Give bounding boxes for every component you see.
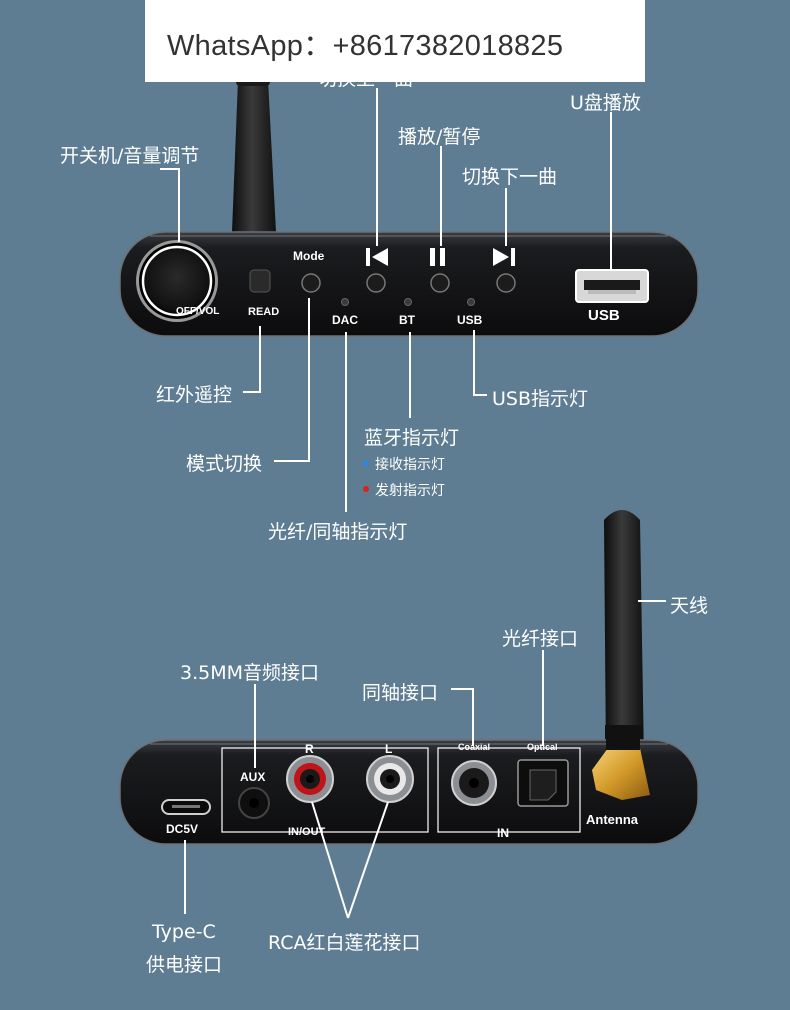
- prev-track-callout: 切换上一曲: [318, 68, 414, 90]
- ir-remote-callout: 红外遥控: [156, 384, 233, 406]
- mode-leader-v: [308, 298, 310, 461]
- coax-leader-v: [472, 688, 474, 746]
- coax-jack[interactable]: [451, 760, 497, 806]
- dc5v-label: DC5V: [166, 822, 199, 836]
- rca-port-callout: RCA红白莲花接口: [268, 932, 421, 954]
- volume-knob[interactable]: [136, 240, 218, 322]
- power-leader-h: [160, 168, 180, 170]
- whatsapp-text: WhatsApp：+8617382018825: [167, 30, 564, 62]
- mode-leader-h: [274, 460, 310, 462]
- receive-indicator-callout: 接收指示灯: [375, 457, 445, 473]
- usb-playback-callout: U盘播放: [570, 92, 641, 114]
- mode-button[interactable]: [301, 273, 321, 293]
- off-vol-label: OFF/VOL: [176, 306, 220, 317]
- usb-ind-leader-v: [473, 330, 475, 395]
- optical-port[interactable]: [517, 759, 569, 807]
- usb-led: [467, 298, 475, 306]
- aux-port-callout: 3.5MM音频接口: [180, 662, 320, 684]
- bt-label: BT: [399, 313, 415, 327]
- in-label: IN: [497, 826, 509, 840]
- top-antenna: [232, 76, 276, 232]
- next-track-callout: 切换下一曲: [462, 166, 558, 188]
- optical-port-callout: 光纤接口: [502, 628, 579, 650]
- aux-jack[interactable]: [238, 787, 270, 819]
- l-label: L: [385, 742, 393, 756]
- usb-ind-leader-h: [473, 394, 487, 396]
- in-frame: [437, 747, 581, 833]
- type-c-callout-line1: Type-C: [152, 921, 216, 943]
- transmit-indicator-callout: 发射指示灯: [375, 483, 445, 499]
- usb-port[interactable]: [575, 269, 649, 303]
- rear-antenna: [604, 510, 644, 760]
- prev-icon: [366, 248, 388, 266]
- type-c-leader: [184, 840, 186, 914]
- pause-icon: [430, 248, 445, 266]
- coax-port-callout: 同轴接口: [362, 682, 439, 704]
- mode-switch-callout: 模式切换: [186, 453, 263, 475]
- coax-leader-h: [451, 688, 473, 690]
- dac-led: [341, 298, 349, 306]
- ir-window: [249, 269, 271, 293]
- dac-label: DAC: [332, 313, 358, 327]
- play-pause-leader: [440, 146, 442, 246]
- read-label: READ: [248, 306, 280, 318]
- optical-label: Optical: [527, 742, 558, 752]
- aux-label: AUX: [240, 770, 266, 784]
- optical-leader: [542, 650, 544, 746]
- bt-indicator-callout: 蓝牙指示灯: [364, 427, 460, 449]
- usb-indicator-callout: USB指示灯: [492, 388, 589, 410]
- rca-leader-lines: [311, 801, 389, 919]
- coaxial-label: Coaxial: [458, 742, 491, 752]
- bt-leader: [409, 332, 411, 418]
- inout-label: IN/OUT: [288, 826, 326, 838]
- antenna-leader: [638, 600, 666, 602]
- type-c-callout-line2: 供电接口: [146, 954, 223, 976]
- bt-led: [404, 298, 412, 306]
- inout-frame: [221, 747, 429, 833]
- antenna-callout: 天线: [670, 595, 709, 617]
- prev-button[interactable]: [366, 273, 386, 293]
- next-button[interactable]: [496, 273, 516, 293]
- prev-leader: [376, 88, 378, 246]
- power-leader-v: [178, 168, 180, 242]
- next-icon: [493, 248, 515, 266]
- antenna-connector: [592, 738, 650, 800]
- mode-label: Mode: [293, 249, 325, 263]
- optical-coax-indicator-callout: 光纤/同轴指示灯: [268, 521, 408, 543]
- dac-leader: [345, 332, 347, 512]
- ir-leader-v: [259, 326, 261, 392]
- usb-port-label: USB: [588, 307, 620, 324]
- transmit-dot-icon: [363, 486, 369, 492]
- whatsapp-banner: WhatsApp：+8617382018825: [145, 0, 645, 82]
- rca-white-jack[interactable]: [366, 755, 414, 803]
- usb-playback-leader: [610, 112, 612, 270]
- r-label: R: [305, 742, 314, 756]
- play-pause-button[interactable]: [430, 273, 450, 293]
- type-c-port[interactable]: [161, 799, 211, 815]
- antenna-device-label: Antenna: [586, 812, 638, 827]
- usb-led-label: USB: [457, 313, 483, 327]
- next-leader: [505, 188, 507, 246]
- play-pause-callout: 播放/暂停: [398, 126, 481, 148]
- rca-red-jack[interactable]: [286, 755, 334, 803]
- power-volume-callout: 开关机/音量调节: [60, 145, 200, 167]
- receive-dot-icon: [363, 460, 369, 466]
- aux-leader: [254, 684, 256, 768]
- ir-leader-h: [243, 391, 261, 393]
